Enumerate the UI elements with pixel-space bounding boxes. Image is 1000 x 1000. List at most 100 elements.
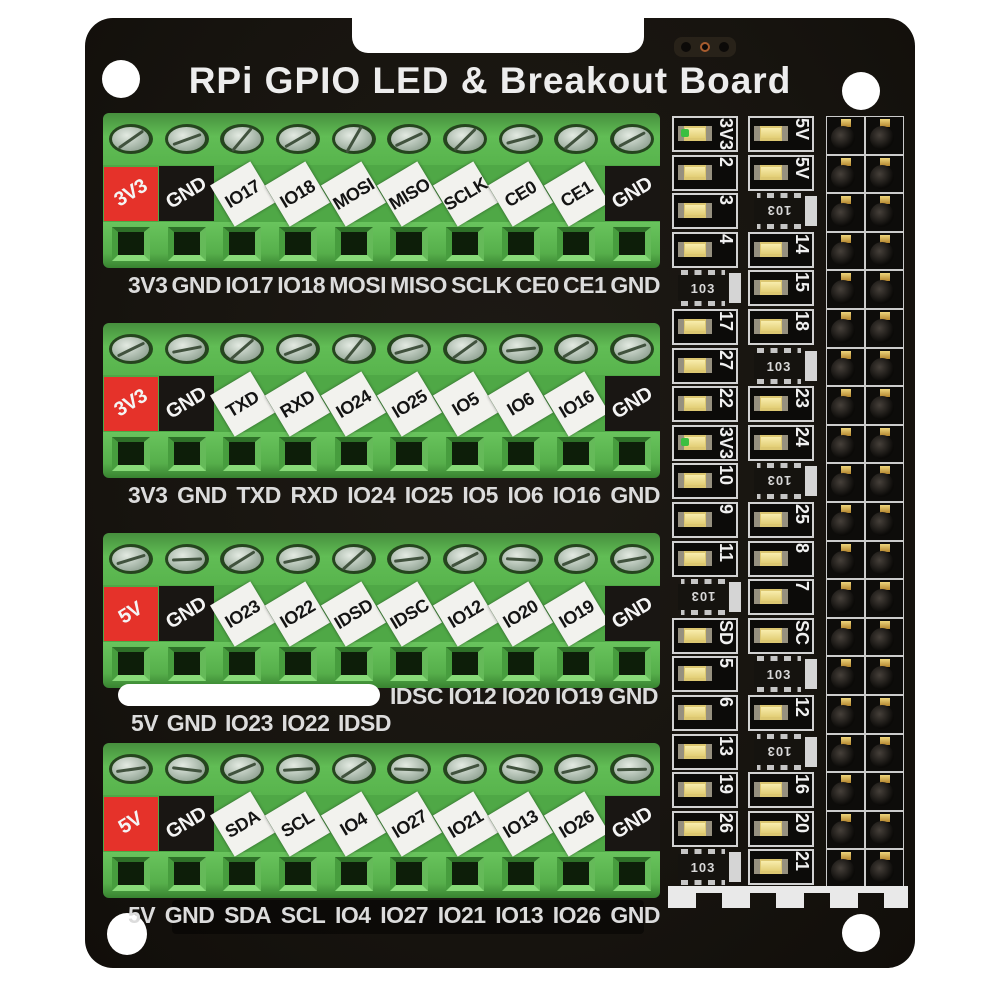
pin-hole <box>870 627 894 652</box>
wire-cell <box>382 852 438 898</box>
pin-gold-pad <box>840 775 851 784</box>
resistor-network-chip: 103 <box>754 348 804 384</box>
terminal-screw <box>159 743 215 795</box>
header-pin <box>826 270 865 309</box>
silkscreen-label: TXD <box>236 482 281 508</box>
header-pin <box>826 849 865 888</box>
terminal-screw <box>159 533 215 585</box>
smd-led <box>754 628 788 643</box>
wire-cell <box>103 222 159 268</box>
terminal-screw <box>493 743 549 795</box>
header-pin <box>865 463 904 502</box>
wire-opening <box>557 647 596 681</box>
sticker-label: IO6 <box>503 387 538 419</box>
pin-gold-pad <box>879 775 890 784</box>
silkscreen-label: IO18 <box>277 272 326 298</box>
resistor-network-cell: 103 <box>672 849 741 885</box>
wire-opening <box>111 647 150 681</box>
sticker-label: CE0 <box>500 175 541 211</box>
resistor-network-cell: 103 <box>672 579 741 615</box>
led-pin-label: 10 <box>716 465 736 486</box>
header-pin <box>826 617 865 657</box>
led-pin-label: 25 <box>792 504 812 525</box>
pin-hole <box>831 203 855 228</box>
terminal-screw <box>270 533 326 585</box>
led-pin-label: 3V3 <box>716 118 736 151</box>
wire-opening <box>390 227 429 261</box>
resistor-network-chip: 103 <box>678 584 728 610</box>
wire-opening <box>390 437 429 471</box>
smd-led <box>678 242 712 257</box>
sticker-label: IO16 <box>555 384 598 422</box>
led-indicator-12: 12 <box>748 695 814 731</box>
led-pin-label: 6 <box>716 697 736 708</box>
sticker-label: GND <box>162 172 211 214</box>
terminal-sticker-txd: TXD <box>209 370 275 437</box>
pin-gold-pad <box>879 736 890 745</box>
terminal-sticker-3v3: 3V3 <box>103 166 158 221</box>
sticker-label: IO4 <box>336 807 371 839</box>
wire-cell <box>270 222 326 268</box>
terminal-sticker-5v: 5V <box>103 586 158 641</box>
led-indicator-7: 7 <box>748 579 814 615</box>
sticker-cell: IO25 <box>376 370 442 437</box>
pin-hole <box>831 396 855 421</box>
smd-led <box>754 435 788 450</box>
wire-cell <box>214 852 270 898</box>
silkscreen-label: GND <box>608 683 658 709</box>
screw-strip <box>103 533 660 585</box>
led-pin-label: 7 <box>792 581 812 592</box>
resistor-network-chip: 103 <box>678 270 728 306</box>
pin-gold-pad <box>840 157 851 166</box>
led-indicator-20: 20 <box>748 811 814 847</box>
pin-gold-pad <box>840 582 851 591</box>
wire-cell <box>159 222 215 268</box>
pin-hole <box>870 126 894 150</box>
pin-gold-pad <box>840 852 851 861</box>
led-pin-label: 3V3 <box>716 427 736 460</box>
silkscreen-label: SDA <box>224 902 272 928</box>
terminal-sticker-ce1: CE1 <box>543 160 609 227</box>
led-pin-label: 5 <box>716 658 736 669</box>
header-pin <box>826 386 865 425</box>
header-pin <box>865 386 904 425</box>
led-indicator-4: 4 <box>672 232 738 268</box>
sticker-cell: IO18 <box>265 160 331 227</box>
sticker-label: IO5 <box>447 387 482 419</box>
screw-strip <box>103 323 660 375</box>
pin-hole <box>870 820 894 845</box>
pin-hole <box>870 203 894 228</box>
mounting-hole <box>107 913 147 955</box>
wire-cell <box>437 222 493 268</box>
sticker-cell: 3V3 <box>103 165 159 222</box>
pin-gold-pad <box>840 389 851 398</box>
sticker-label: IO23 <box>220 594 264 632</box>
wire-cell <box>159 432 215 478</box>
header-pin <box>826 193 865 232</box>
silkscreen-label: IO27 <box>380 902 429 928</box>
pin-hole <box>831 280 855 305</box>
header-pin <box>865 116 904 155</box>
sticker-label: GND <box>162 382 211 424</box>
terminal-sticker-io5: IO5 <box>432 370 498 437</box>
wire-cell <box>326 852 382 898</box>
wire-cell <box>103 852 159 898</box>
silkscreen-label: MISO <box>390 272 447 298</box>
terminal-screw <box>604 323 660 375</box>
wire-opening <box>446 857 485 891</box>
sticker-cell: IO22 <box>265 580 331 647</box>
silkscreen-label: IO12 <box>448 683 497 709</box>
pin-gold-pad <box>840 119 851 127</box>
pin-hole <box>870 704 894 729</box>
green-led-fleck <box>681 129 689 137</box>
led-indicator-sc: SC <box>748 618 814 654</box>
silkscreen-label: IO6 <box>507 482 544 508</box>
sticker-label: CE1 <box>556 175 596 211</box>
solder-patch <box>729 582 741 612</box>
sticker-cell: IO4 <box>321 790 387 857</box>
wire-cell <box>103 642 159 688</box>
